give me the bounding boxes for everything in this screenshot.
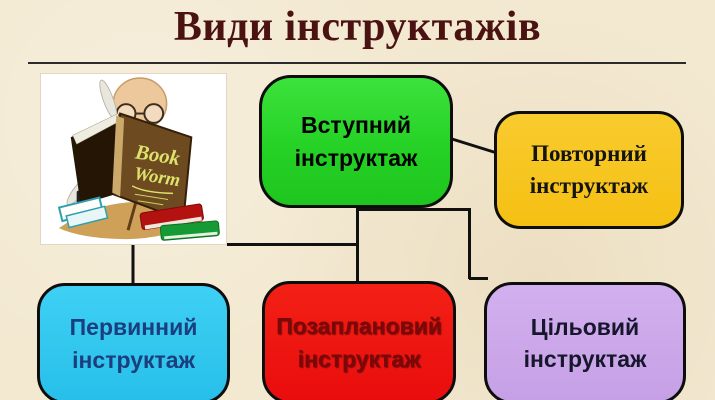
node-label-line: інструктаж <box>529 173 649 198</box>
node-label-line: Цільовий <box>530 313 640 340</box>
connector-green-to-yellow <box>451 137 498 155</box>
node-label-line: інструктаж <box>523 346 647 372</box>
papers-icon <box>57 196 109 229</box>
node-label-line: Позаплановий <box>276 313 442 340</box>
page-title: Види інструктажів <box>173 4 542 50</box>
node-tsilovyi-instruktazh: Цільовий інструктаж <box>484 282 686 400</box>
node-label-line: Первинний <box>69 314 198 341</box>
bookworm-illustration: Book Worm <box>57 77 220 241</box>
node-label-line: інструктаж <box>297 345 421 372</box>
node-label-line: Повторний <box>531 140 647 166</box>
title-divider <box>28 62 686 64</box>
node-label-line: інструктаж <box>294 144 418 171</box>
book-spine-pages <box>112 115 125 197</box>
node-label-line: Вступний <box>300 112 412 139</box>
node-pozaplanovyi-instruktazh: Позаплановий інструктаж <box>262 281 456 400</box>
node-povtornyi-instruktazh: Повторний інструктаж <box>494 111 684 229</box>
node-label-line: інструктаж <box>72 346 195 373</box>
bookworm-image: Book Worm <box>40 73 227 245</box>
node-pervynnyi-instruktazh: Первинний інструктаж <box>37 283 230 400</box>
green-book-icon <box>159 220 220 241</box>
node-vstupnyi-instruktazh: Вступний інструктаж <box>259 75 453 208</box>
